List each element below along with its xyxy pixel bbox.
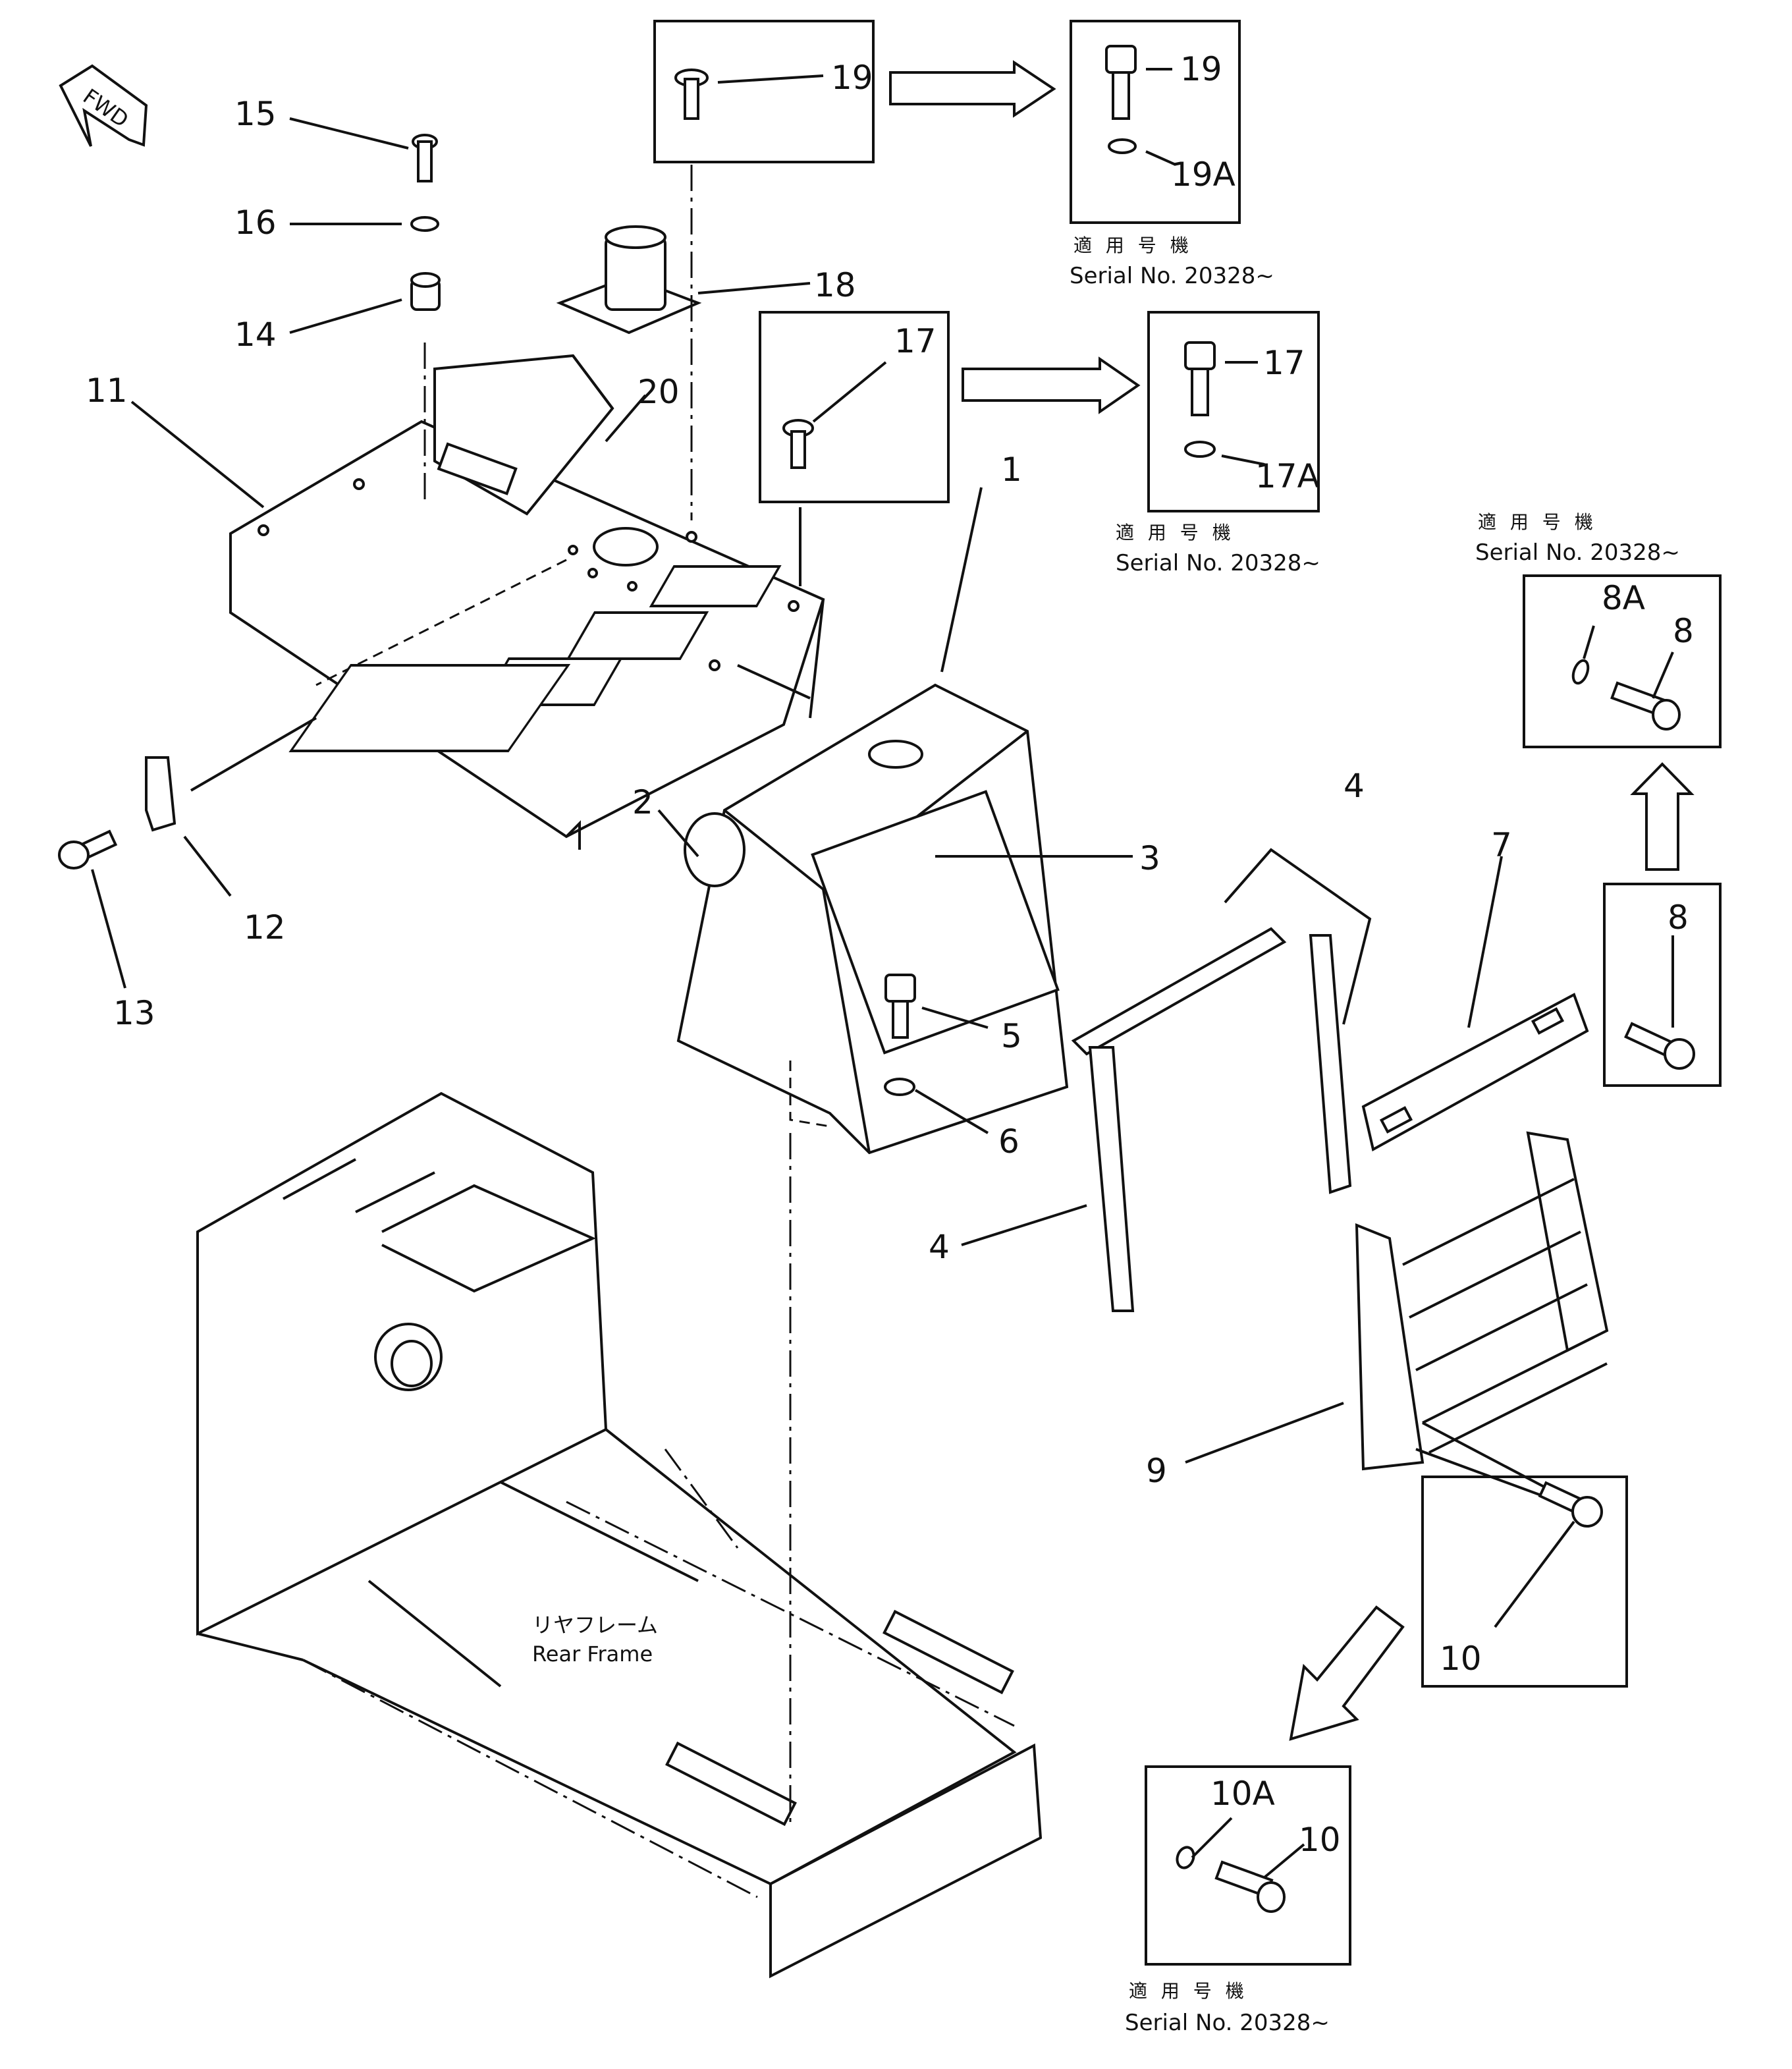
label-part-9: 9 bbox=[1146, 1452, 1167, 1490]
grille-9 bbox=[1355, 1131, 1609, 1490]
arrow-right-icon bbox=[889, 60, 1056, 118]
serial-box-10 bbox=[1145, 1765, 1351, 1966]
washer-19a-icon bbox=[1108, 138, 1137, 154]
washer-16-icon bbox=[410, 216, 439, 232]
serial-note-8: Serial No. 20328~ bbox=[1475, 539, 1680, 566]
label-part-6: 6 bbox=[998, 1122, 1019, 1161]
washer-17a-icon bbox=[1184, 441, 1216, 458]
applicable-label-8: 適 用 号 機 bbox=[1478, 511, 1597, 533]
label-part-3: 3 bbox=[1139, 839, 1160, 877]
label-part-14: 14 bbox=[234, 316, 277, 354]
bolt-10-new-icon bbox=[1214, 1860, 1286, 1913]
detail-box-10 bbox=[1421, 1476, 1628, 1688]
arrow-down-left-icon bbox=[1289, 1605, 1405, 1741]
label-part-5: 5 bbox=[1001, 1017, 1022, 1055]
serial-box-19 bbox=[1070, 20, 1241, 224]
bolt-8-icon bbox=[1624, 1022, 1695, 1070]
label-part-8: 8 bbox=[1668, 898, 1689, 937]
detail-box-17 bbox=[759, 311, 950, 503]
arrow-right-icon-2 bbox=[962, 356, 1141, 414]
bolt-17-new-icon bbox=[1184, 341, 1216, 416]
detail-box-8 bbox=[1603, 883, 1722, 1087]
applicable-label-19: 適 用 号 機 bbox=[1073, 234, 1193, 256]
label-part-20: 20 bbox=[638, 373, 680, 411]
bolt-8-new-icon bbox=[1610, 681, 1681, 731]
washer-10a-icon bbox=[1176, 1846, 1195, 1869]
label-part-10-new: 10 bbox=[1299, 1821, 1341, 1859]
label-part-19: 19 bbox=[831, 59, 873, 97]
serial-note-17: Serial No. 20328~ bbox=[1116, 550, 1320, 576]
label-part-13: 13 bbox=[113, 994, 155, 1032]
label-part-10a: 10A bbox=[1210, 1775, 1275, 1813]
serial-note-19: Serial No. 20328~ bbox=[1070, 263, 1274, 289]
air-intake-hood bbox=[433, 354, 614, 516]
label-part-17a: 17A bbox=[1255, 457, 1320, 495]
serial-note-10: Serial No. 20328~ bbox=[1125, 2010, 1330, 2036]
washer-6-icon bbox=[884, 1078, 915, 1096]
label-part-4-lower: 4 bbox=[929, 1228, 950, 1266]
bolt-19-new-icon bbox=[1105, 45, 1137, 120]
label-part-10: 10 bbox=[1440, 1640, 1482, 1678]
label-part-12: 12 bbox=[244, 908, 286, 947]
nut-14-icon bbox=[410, 272, 441, 311]
label-part-15: 15 bbox=[234, 95, 277, 133]
label-part-17: 17 bbox=[894, 322, 937, 360]
label-part-8a: 8A bbox=[1602, 579, 1645, 617]
hood-cover bbox=[229, 420, 825, 850]
fwd-arrow-icon: FWD bbox=[59, 64, 148, 147]
bolt-10-icon bbox=[1538, 1481, 1603, 1528]
applicable-label-17: 適 用 号 機 bbox=[1116, 522, 1235, 543]
label-part-2: 2 bbox=[632, 783, 653, 821]
bolt-19-icon bbox=[674, 69, 709, 120]
label-part-16: 16 bbox=[234, 204, 277, 242]
bolt-15-icon bbox=[412, 134, 438, 182]
applicable-label-10: 適 用 号 機 bbox=[1129, 1980, 1248, 2002]
label-part-18: 18 bbox=[814, 266, 856, 304]
washer-8a-icon bbox=[1571, 659, 1590, 685]
seal-strips bbox=[1071, 848, 1372, 1312]
label-part-1: 1 bbox=[1001, 451, 1022, 489]
label-part-7: 7 bbox=[1491, 826, 1512, 864]
rear-frame-label-jp: リヤフレーム bbox=[532, 1613, 658, 1638]
cover-plate-7 bbox=[1361, 993, 1589, 1152]
label-part-4-upper: 4 bbox=[1344, 767, 1365, 805]
label-part-11: 11 bbox=[86, 372, 128, 410]
label-part-17-new: 17 bbox=[1263, 344, 1305, 382]
bolt-13-icon bbox=[58, 829, 118, 869]
label-part-8-new: 8 bbox=[1673, 612, 1694, 650]
label-part-19-new: 19 bbox=[1180, 50, 1222, 88]
serial-box-8 bbox=[1523, 574, 1722, 748]
radiator-guard-frame bbox=[676, 683, 1069, 1155]
bolt-17-icon bbox=[782, 419, 814, 469]
rear-frame bbox=[196, 1091, 1043, 1979]
bolt-5-icon bbox=[884, 974, 916, 1039]
arrow-up-icon bbox=[1630, 762, 1695, 871]
detail-box-19 bbox=[653, 20, 875, 163]
bracket-12-icon bbox=[145, 756, 176, 832]
rear-frame-label: Rear Frame bbox=[532, 1641, 653, 1667]
hood-vents bbox=[288, 565, 782, 752]
cap-plate bbox=[556, 225, 702, 335]
serial-box-17 bbox=[1147, 311, 1320, 512]
label-part-19a: 19A bbox=[1171, 155, 1235, 194]
leader-lines bbox=[91, 117, 1674, 1879]
